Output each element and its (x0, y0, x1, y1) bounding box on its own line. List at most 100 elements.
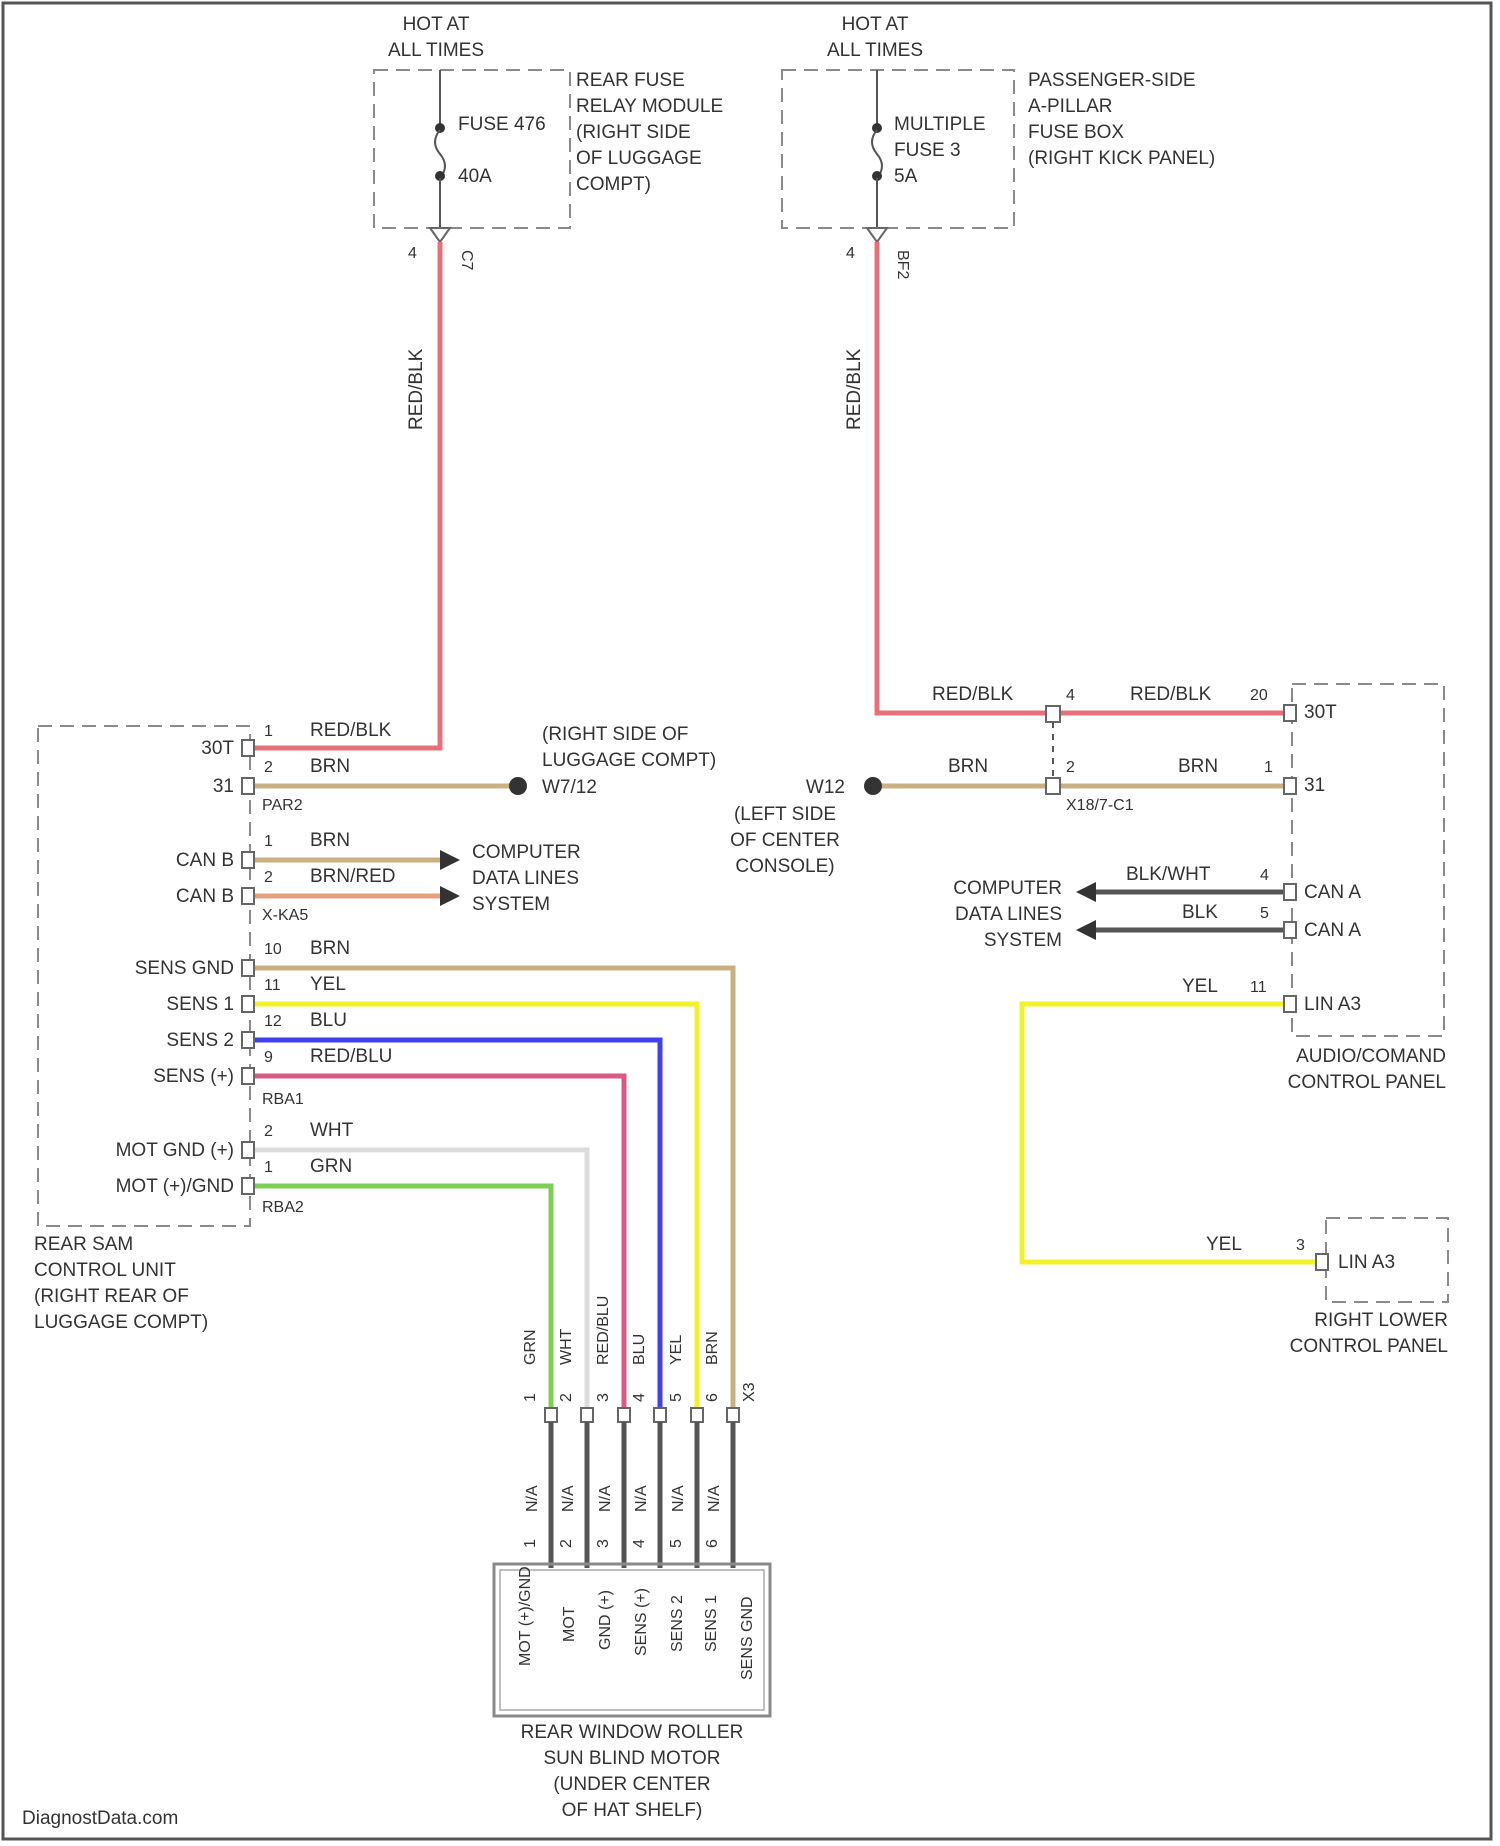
sam-connector-id: PAR2 (262, 797, 303, 814)
motor-upper-pin: 4 (631, 1393, 648, 1402)
motor-upper-pin-numbers: 1 2 3 4 5 6 X3 (522, 1382, 758, 1402)
audio-wire-color: YEL (1182, 976, 1218, 997)
sam-pin (242, 1068, 254, 1084)
motor-lower-wire: N/A (706, 1485, 723, 1512)
sam-wire-color: YEL (310, 974, 346, 995)
sam-pin (242, 888, 254, 904)
motor-terminal: MOT (561, 1606, 578, 1642)
audio-pin (1284, 884, 1296, 900)
audio-pin (1284, 922, 1296, 938)
motor-upper-pin: 3 (595, 1393, 612, 1402)
audio-wire-color: BLK/WHT (1126, 864, 1211, 885)
left-module-line-2: RELAY MODULE (576, 96, 723, 117)
arrow-right-icon (440, 850, 460, 870)
fuse-symbol-icon (435, 130, 445, 178)
motor-pin (618, 1408, 630, 1422)
rear-sam-name-2: CONTROL UNIT (34, 1260, 176, 1281)
motor-name-1: REAR WINDOW ROLLER (521, 1722, 744, 1743)
data-lines-right-1: COMPUTER (953, 878, 1062, 899)
left-hot-line-1: HOT AT (403, 14, 470, 35)
sam-pin-label: MOT GND (+) (116, 1140, 234, 1161)
right-fuse-connector-pin (867, 228, 887, 242)
ground-left-location-2: OF CENTER (730, 830, 840, 851)
motor-pin (654, 1408, 666, 1422)
wire-yel-lin-a3 (1022, 1004, 1318, 1262)
left-power-source: HOT AT ALL TIMES FUSE 476 40A REAR FUSE … (374, 14, 723, 430)
motor-terminal: SENS 2 (669, 1595, 686, 1652)
sam-connector-id: RBA1 (262, 1091, 304, 1108)
rear-sam-control-unit: REAR SAM CONTROL UNIT (RIGHT REAR OF LUG… (34, 720, 396, 1333)
ground-w7-12: W7/12 (RIGHT SIDE OF LUGGAGE COMPT) (509, 724, 716, 798)
motor-lower-wire: N/A (560, 1485, 577, 1512)
right-fuse-line-2: FUSE 3 (894, 140, 961, 161)
wire-red-blk-right (877, 242, 1290, 713)
lower-panel-pin-number: 3 (1296, 1237, 1305, 1254)
left-fuse-name: FUSE 476 (458, 114, 546, 135)
left-module-line-3: (RIGHT SIDE (576, 122, 691, 143)
motor-upper-pin: 6 (704, 1393, 721, 1402)
right-module-line-3: FUSE BOX (1028, 122, 1124, 143)
motor-lower-wire: N/A (633, 1485, 650, 1512)
data-lines-left-3: SYSTEM (472, 894, 550, 915)
ground-w12: W12 (LEFT SIDE OF CENTER CONSOLE) (730, 777, 882, 877)
sam-wire-color: WHT (310, 1120, 354, 1141)
sam-pin (242, 1032, 254, 1048)
audio-comand-control-panel: AUDIO/COMAND CONTROL PANEL 30T RED/BLK 2… (1126, 684, 1446, 1093)
sam-pin-label: SENS GND (135, 958, 234, 979)
sam-pin-label: MOT (+)/GND (116, 1176, 234, 1197)
motor-pin (727, 1408, 739, 1422)
sam-pin-number: 2 (264, 1123, 273, 1140)
motor-upper-connector: X3 (741, 1382, 758, 1402)
audio-wire-color: RED/BLK (1130, 684, 1212, 705)
audio-pin-label: 30T (1304, 702, 1337, 723)
right-power-source: HOT AT ALL TIMES MULTIPLE FUSE 3 5A PASS… (782, 14, 1215, 430)
sam-wire-color: BRN (310, 830, 350, 851)
motor-upper-wire: YEL (668, 1335, 685, 1365)
sam-pin-number: 10 (264, 941, 282, 958)
audio-pin-label: LIN A3 (1304, 994, 1361, 1015)
ground-right-location-1: (RIGHT SIDE OF (542, 724, 688, 745)
rear-sam-name-3: (RIGHT REAR OF (34, 1286, 189, 1307)
motor-upper-pin: 5 (668, 1393, 685, 1402)
motor-terminal-labels: MOT (+)/GND MOT GND (+) SENS (+) SENS 2 … (517, 1566, 756, 1680)
audio-panel-box (1292, 684, 1444, 1036)
audio-wire-color: BRN (1178, 756, 1218, 777)
sam-pin-number: 12 (264, 1013, 282, 1030)
splice-pin (1046, 706, 1060, 722)
left-fuse-connector: C7 (458, 250, 475, 271)
data-lines-left-1: COMPUTER (472, 842, 581, 863)
left-module-line-4: OF LUGGAGE (576, 148, 702, 169)
sam-wire-color: GRN (310, 1156, 352, 1177)
watermark: DiagnostData.com (22, 1808, 178, 1829)
sam-pin-label: CAN B (176, 850, 234, 871)
motor-terminal: SENS 1 (703, 1595, 720, 1652)
audio-wire-color: BLK (1182, 902, 1218, 923)
splice-wire-color: BRN (948, 756, 988, 777)
motor-terminal: MOT (+)/GND (517, 1566, 534, 1666)
arrow-left-icon (1076, 920, 1096, 940)
right-fuse-connector: BF2 (894, 250, 911, 279)
right-fuse-line-1: MULTIPLE (894, 114, 986, 135)
motor-upper-wire: WHT (558, 1328, 575, 1365)
left-fuse-pin-number: 4 (408, 245, 417, 262)
ground-right-name: W7/12 (542, 777, 597, 798)
right-fuse-pin-number: 4 (846, 245, 855, 262)
sam-pin-label: CAN B (176, 886, 234, 907)
motor-lower-pin: 3 (595, 1539, 612, 1548)
can-a-data-lines: COMPUTER DATA LINES SYSTEM (953, 878, 1096, 951)
motor-name-3: (UNDER CENTER (553, 1774, 710, 1795)
arrow-left-icon (1076, 882, 1096, 902)
sam-pin-number: 9 (264, 1049, 273, 1066)
motor-lower-wire: N/A (597, 1485, 614, 1512)
wire-red-blk-left (255, 242, 440, 748)
ground-point-icon (509, 777, 527, 795)
ground-right-location-2: LUGGAGE COMPT) (542, 750, 716, 771)
sam-pin-number: 2 (264, 869, 273, 886)
splice-pin-number: 4 (1066, 687, 1075, 704)
sam-pin-number: 11 (264, 977, 281, 994)
sam-pin-number: 2 (264, 759, 273, 776)
sam-pin-label: SENS 1 (166, 994, 234, 1015)
motor-upper-wire: GRN (522, 1329, 539, 1365)
wire-wht-mot-gnd (255, 1150, 587, 1410)
audio-pin-label: CAN A (1304, 920, 1361, 941)
